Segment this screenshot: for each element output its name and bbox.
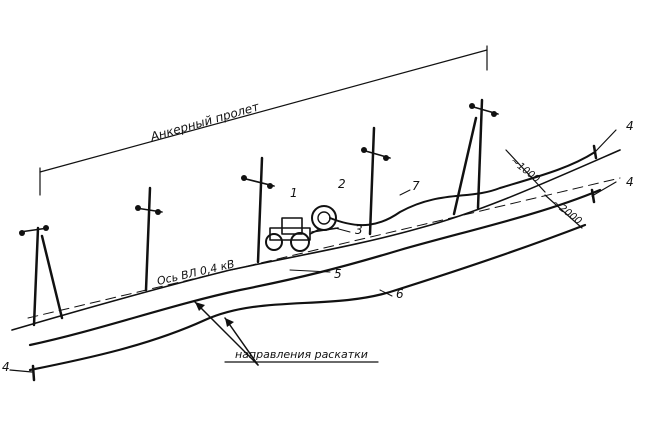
wire-7 <box>329 151 596 227</box>
wire-6 <box>28 223 587 372</box>
direction-arrow-left <box>194 301 259 366</box>
pole-1 <box>19 225 64 327</box>
number-7: 7 <box>412 179 420 193</box>
pole-2 <box>135 186 163 292</box>
number-4-mid: 4 <box>626 175 634 189</box>
leader-6 <box>379 289 393 297</box>
number-3: 3 <box>355 223 363 237</box>
number-5: 5 <box>334 267 342 281</box>
leader-5 <box>289 269 331 273</box>
anchor-mid-right <box>590 181 617 204</box>
cable-drum <box>311 205 339 233</box>
number-6: 6 <box>396 287 404 301</box>
arrowhead-right <box>225 318 234 327</box>
leader-7 <box>399 189 411 196</box>
span-title-label: Анкерный пролет <box>148 99 262 144</box>
anchor-top-right <box>592 129 617 160</box>
axis-label: Ось ВЛ 0,4 кВ <box>156 257 236 287</box>
pole-3 <box>241 156 275 264</box>
line-axis <box>27 177 621 319</box>
direction-arrow-right <box>224 317 259 366</box>
arrowhead-left <box>195 302 205 311</box>
pole-5 <box>452 98 499 216</box>
number-1: 1 <box>290 186 298 200</box>
tractor <box>265 217 319 252</box>
leader-3 <box>334 227 351 233</box>
direction-label: направления раскатки <box>235 348 368 361</box>
number-2: 2 <box>338 177 346 191</box>
number-4-top: 4 <box>626 119 634 133</box>
wire-5 <box>28 188 602 347</box>
span-dimension-line <box>39 49 488 173</box>
anchor-bottom-left <box>9 364 36 382</box>
pole-4 <box>361 126 391 236</box>
dist-1000-marker <box>505 149 546 193</box>
number-4-bottom: 4 <box>2 360 10 374</box>
dist-2000-marker <box>544 194 583 229</box>
ground-outline <box>11 149 621 331</box>
